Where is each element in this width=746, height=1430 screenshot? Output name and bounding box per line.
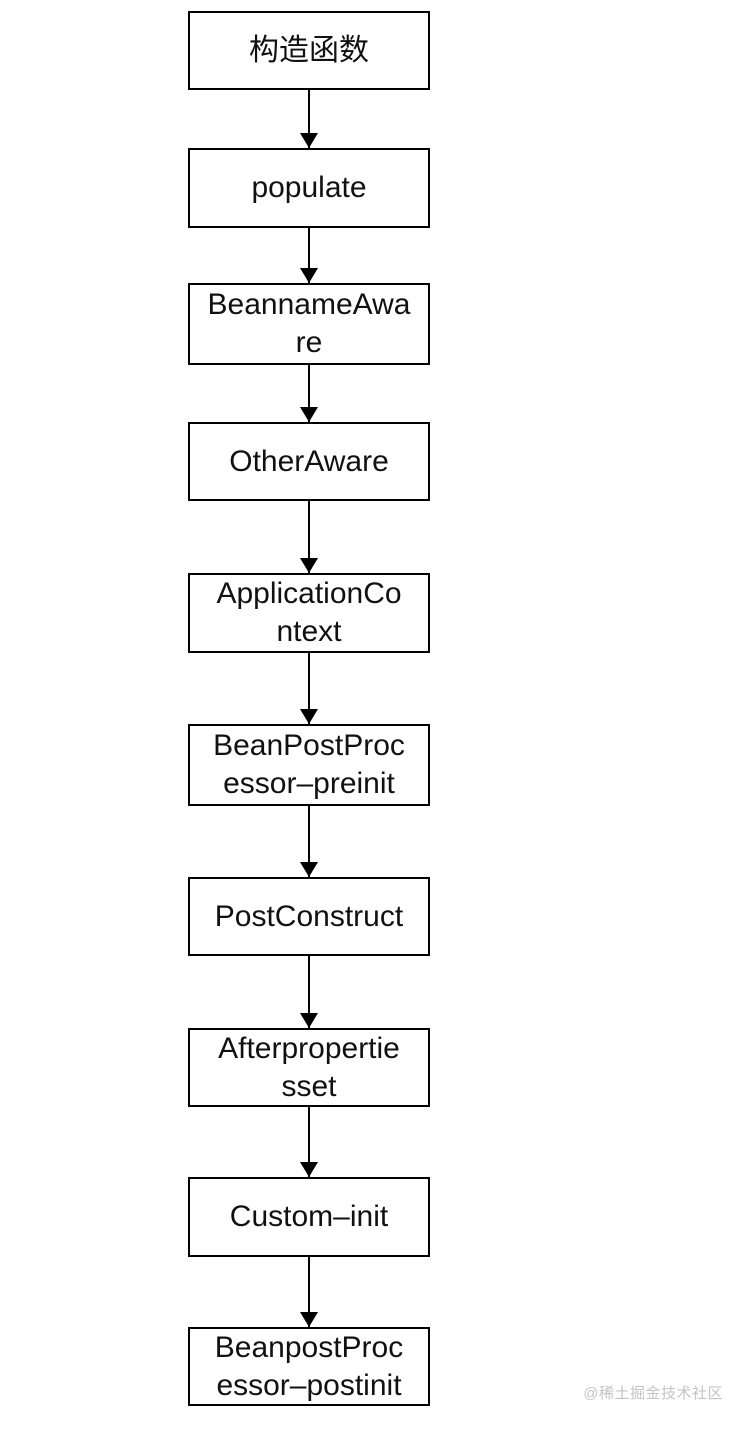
flow-box-custom-init: Custom–init <box>188 1177 430 1257</box>
flow-box-beanpostprocessor-postinit: BeanpostProc essor–postinit <box>188 1327 430 1406</box>
flow-box-afterpropertiesset: Afterpropertie sset <box>188 1028 430 1107</box>
arrow-down-icon <box>300 501 318 573</box>
flow-box-postconstruct: PostConstruct <box>188 877 430 956</box>
flow-box-beanname-aware: BeannameAwa re <box>188 283 430 365</box>
flow-box-populate: populate <box>188 148 430 228</box>
arrow-down-icon <box>300 90 318 148</box>
flow-box-beanpostprocessor-preinit: BeanPostProc essor–preinit <box>188 724 430 806</box>
arrow-down-icon <box>300 1107 318 1177</box>
arrow-down-icon <box>300 653 318 724</box>
flow-box-other-aware: OtherAware <box>188 422 430 501</box>
arrow-down-icon <box>300 806 318 877</box>
juejin-watermark: @稀土掘金技术社区 <box>583 1385 723 1402</box>
arrow-down-icon <box>300 956 318 1028</box>
arrow-down-icon <box>300 228 318 283</box>
flow-box-constructor: 构造函数 <box>188 11 430 90</box>
arrow-down-icon <box>300 365 318 422</box>
arrow-down-icon <box>300 1257 318 1327</box>
flow-box-application-context: ApplicationCo ntext <box>188 573 430 653</box>
